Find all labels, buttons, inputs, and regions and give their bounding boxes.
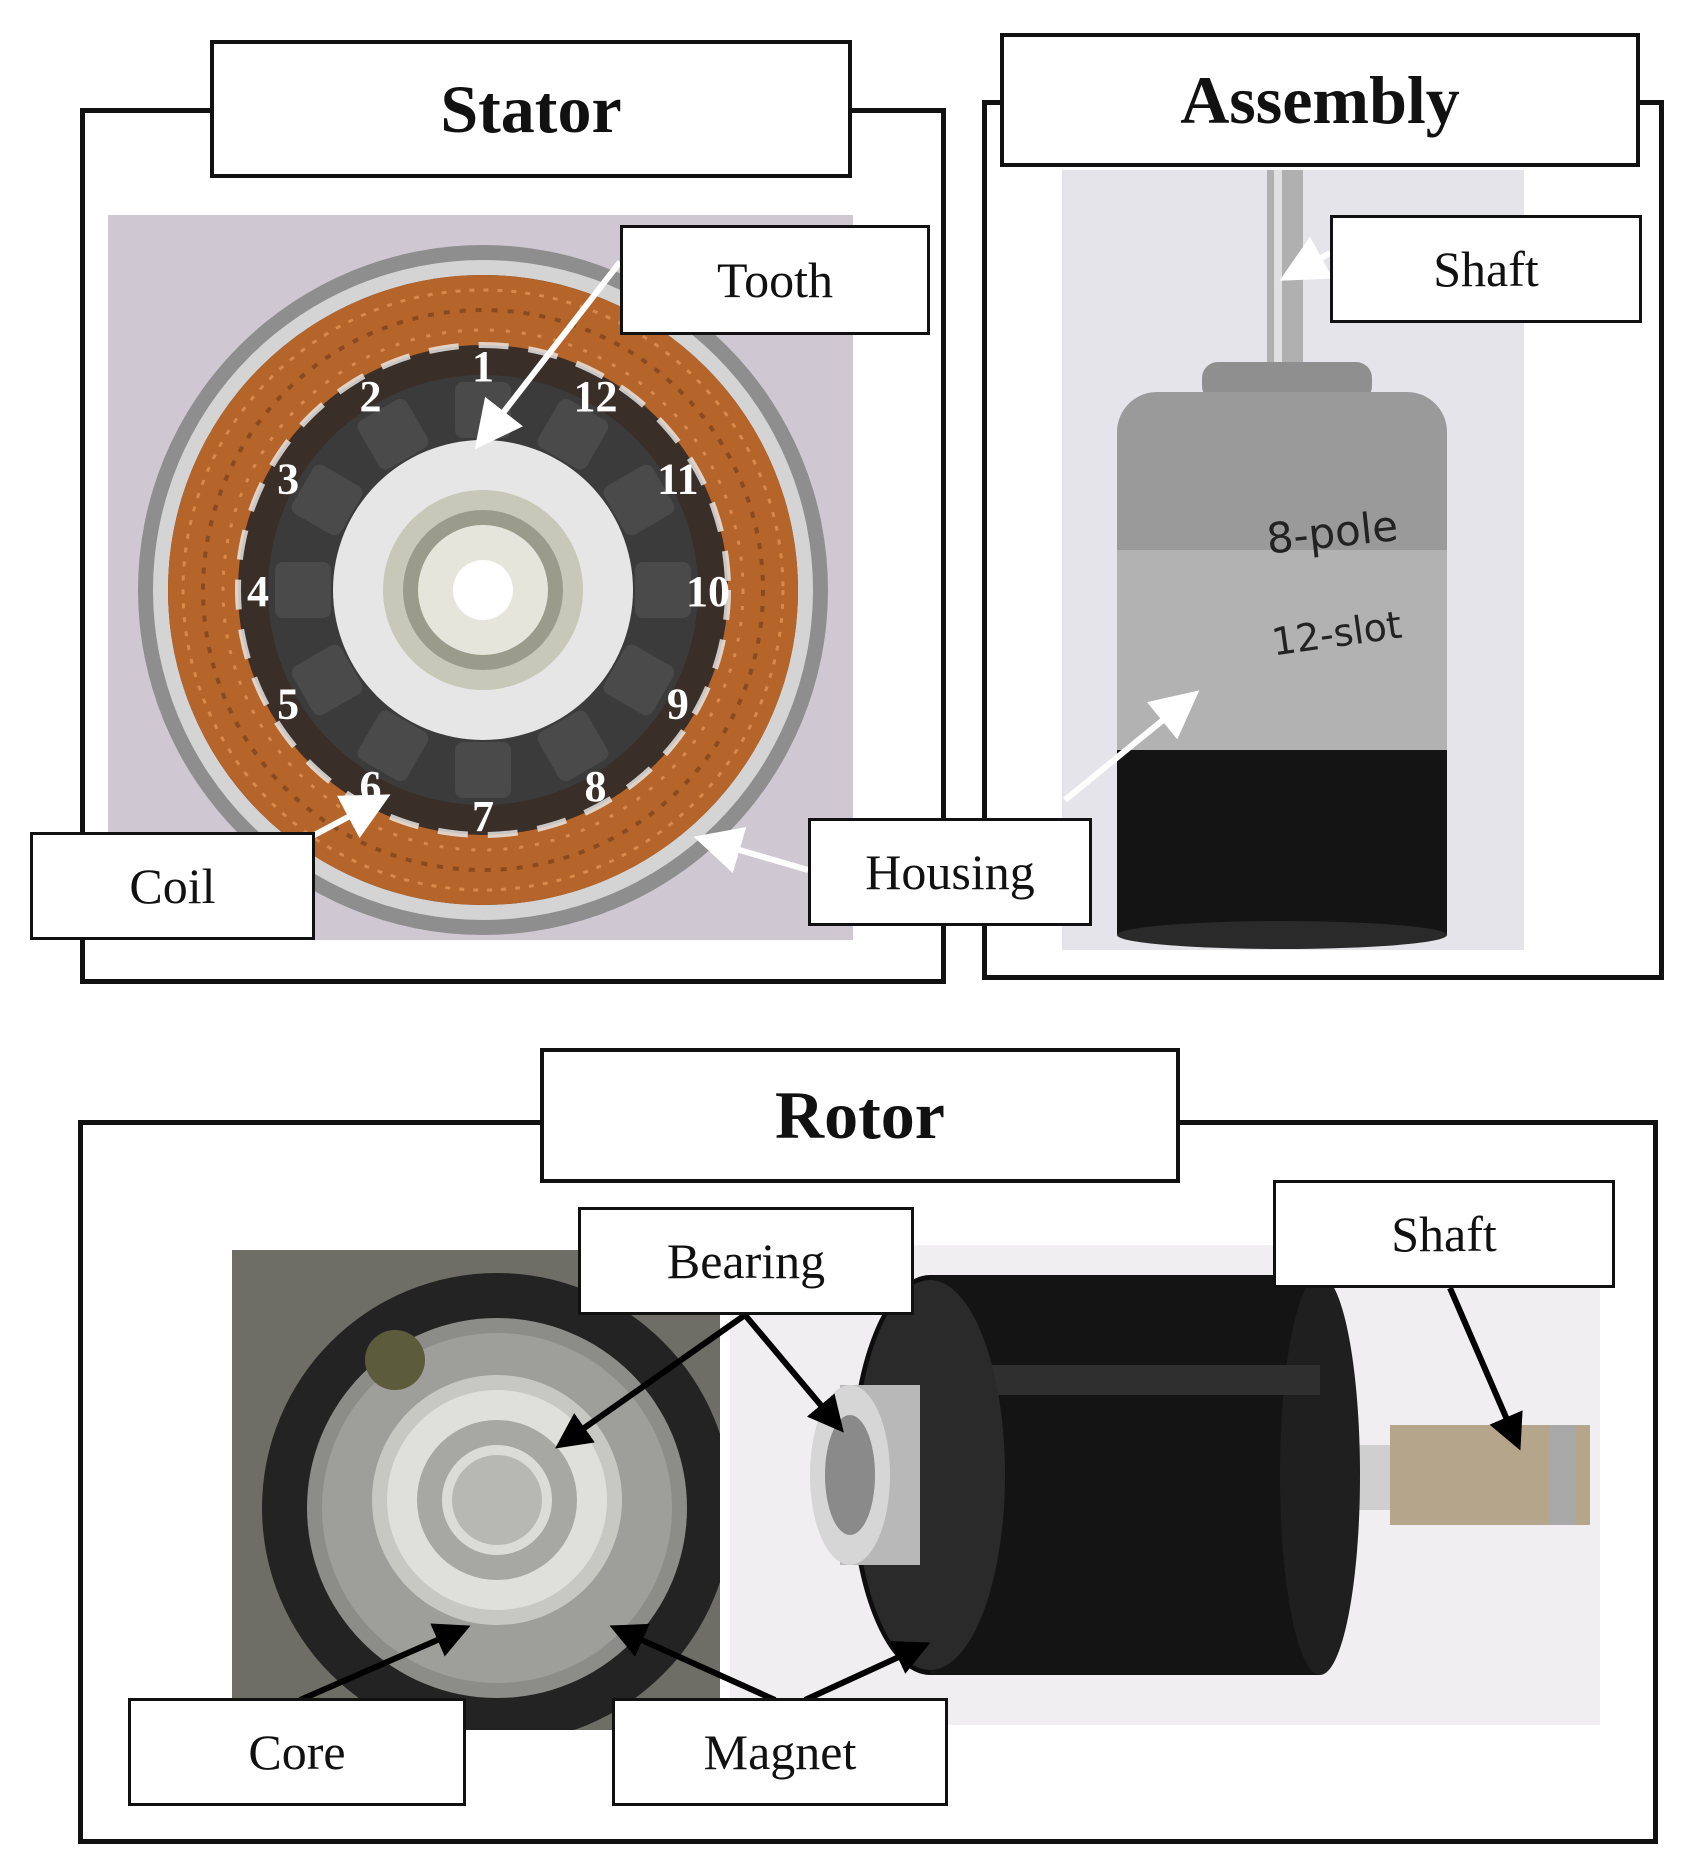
stator-slot-number: 6 [360,762,382,811]
rotor-label-bearing: Bearing [578,1207,914,1315]
rotor-side-svg [730,1245,1600,1725]
stator-slot-number: 1 [472,342,494,391]
rotor-side-photo [730,1245,1600,1725]
stator-tooth [357,710,429,782]
stator-tooth [537,710,609,782]
stator-slot-number: 11 [657,455,699,504]
stator-tooth [291,464,363,536]
rotor-label-shaft: Shaft [1273,1180,1615,1288]
stator-tooth [275,562,331,618]
rotor-front-photo [232,1250,720,1730]
stator-slot-number: 9 [667,680,689,729]
stator-slot-number: 8 [585,762,607,811]
stator-slot-number: 2 [360,372,382,421]
stator-label-tooth: Tooth [620,225,930,335]
stator-tooth [603,464,675,536]
stator-title: Stator [210,40,852,178]
stator-tooth [635,562,691,618]
assembly-title: Assembly [1000,33,1640,167]
stator-tooth [291,644,363,716]
assembly-shaft-shape [1267,170,1303,370]
stator-label-housing: Housing [808,818,1092,926]
rotor-label-core: Core [128,1698,466,1806]
stator-slot-number: 4 [247,567,269,616]
stator-shaft-hole [453,560,513,620]
rotor-label-magnet: Magnet [612,1698,948,1806]
stator-slot-number: 10 [686,567,730,616]
stator-label-coil: Coil [30,832,315,940]
stator-slot-number: 5 [277,680,299,729]
stator-slot-number: 12 [574,372,618,421]
assembly-label-shaft: Shaft [1330,215,1642,323]
stator-tooth [603,644,675,716]
assembly-black-band [1117,750,1447,935]
stator-slot-number: 7 [472,792,494,841]
stator-tooth [357,398,429,470]
stator-tooth [455,742,511,798]
rotor-front-svg [232,1250,720,1730]
rotor-title: Rotor [540,1048,1180,1183]
stator-slot-number: 3 [277,455,299,504]
